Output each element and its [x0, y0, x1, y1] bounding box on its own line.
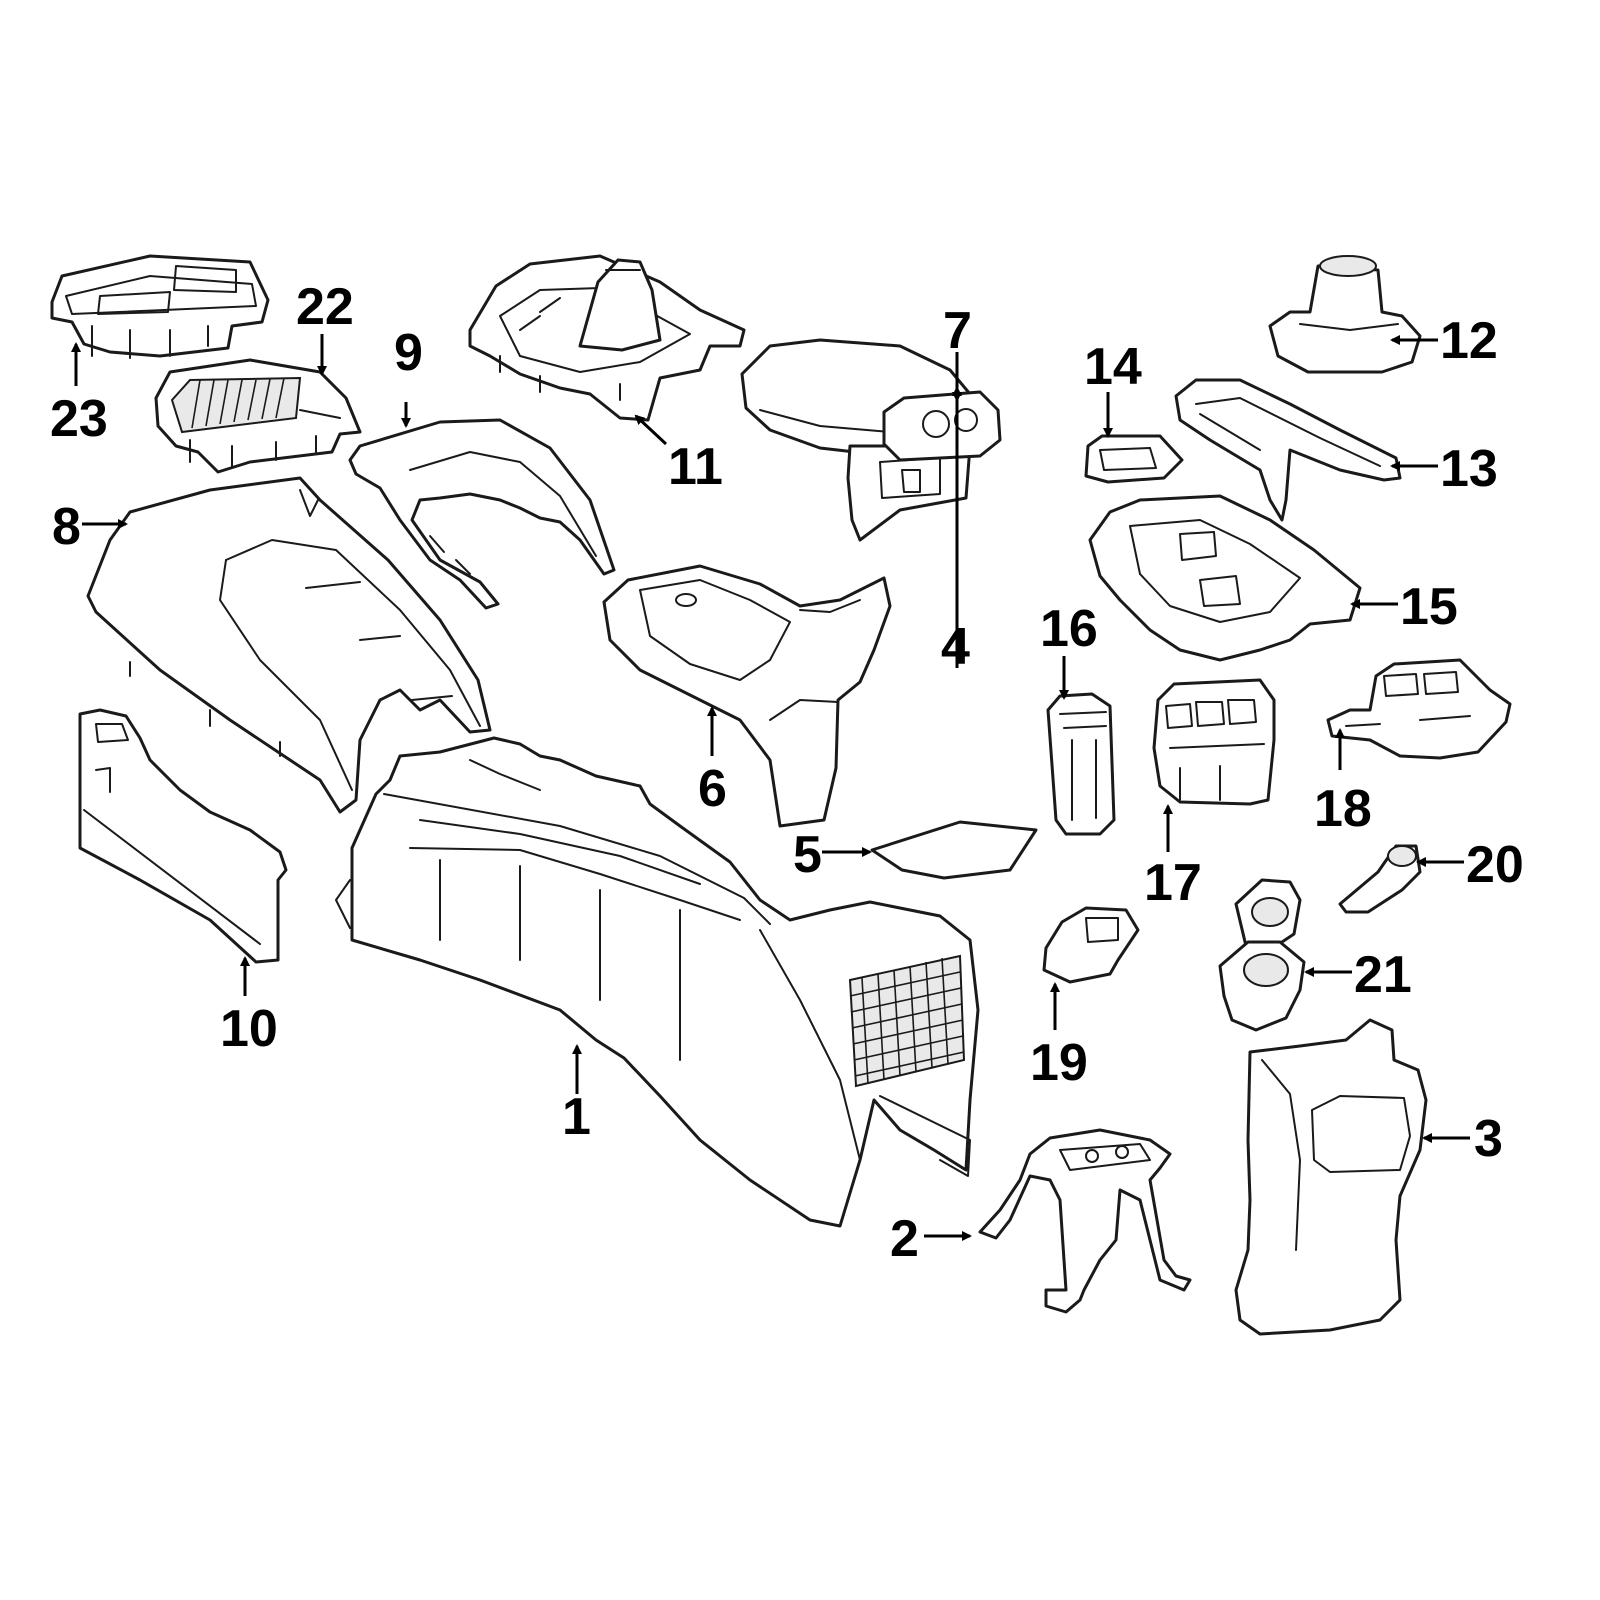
leaders — [71, 334, 1470, 1241]
part-10-side-trim — [78, 708, 288, 964]
part-9-shifter-trim — [348, 418, 616, 610]
part-11-shifter-bezel — [468, 254, 746, 422]
callout-16: 16 — [1040, 600, 1098, 658]
part-17-switch-assembly — [1152, 678, 1276, 806]
callout-12: 12 — [1440, 312, 1498, 370]
part-15-shifter-panel — [1088, 494, 1362, 662]
callout-labels: 1 2 3 4 5 6 7 8 9 10 11 12 13 14 15 16 1… — [50, 278, 1524, 1268]
callout-17: 17 — [1144, 854, 1202, 912]
callout-20: 20 — [1466, 836, 1524, 894]
callout-1: 1 — [562, 1088, 591, 1146]
callout-6: 6 — [698, 760, 727, 818]
callout-14: 14 — [1084, 338, 1142, 396]
callout-9: 9 — [394, 324, 423, 382]
callout-18: 18 — [1314, 780, 1372, 838]
part-22-lower-bezel — [154, 358, 362, 474]
part-18-switch-housing — [1326, 658, 1512, 760]
part-1-console-body — [335, 736, 980, 1228]
part-23-upper-bezel — [50, 254, 270, 359]
callout-19: 19 — [1030, 1034, 1088, 1092]
part-19-storage-cubby — [1042, 906, 1140, 984]
part-12-shift-boot — [1268, 255, 1422, 374]
part-8-console-panel — [86, 476, 492, 814]
callout-8: 8 — [52, 498, 81, 556]
console-rear-grille — [848, 954, 971, 1177]
part-21-cup-ring — [1218, 878, 1306, 1032]
part-4-switch-plate — [882, 390, 1002, 462]
callout-22: 22 — [296, 278, 354, 336]
part-13-trim-ring — [1174, 378, 1402, 522]
callout-23: 23 — [50, 390, 108, 448]
callout-2: 2 — [890, 1210, 919, 1268]
callout-13: 13 — [1440, 440, 1498, 498]
callout-5: 5 — [793, 826, 822, 884]
part-16-power-outlet — [1046, 692, 1116, 836]
callout-10: 10 — [220, 1000, 278, 1058]
callout-15: 15 — [1400, 578, 1458, 636]
leader-11 — [634, 414, 668, 446]
callout-3: 3 — [1474, 1110, 1503, 1168]
callout-7: 7 — [943, 302, 972, 360]
part-6-cupholder-housing — [602, 564, 892, 828]
callout-21: 21 — [1354, 946, 1412, 1004]
part-3-rear-panel — [1234, 1018, 1428, 1336]
part-14-switch-bezel — [1084, 434, 1184, 484]
callout-4: 4 — [941, 618, 970, 676]
callout-11: 11 — [668, 438, 723, 496]
part-20-socket — [1338, 844, 1422, 914]
part-5-tray-mat — [870, 820, 1038, 880]
part-2-bracket — [978, 1128, 1192, 1314]
